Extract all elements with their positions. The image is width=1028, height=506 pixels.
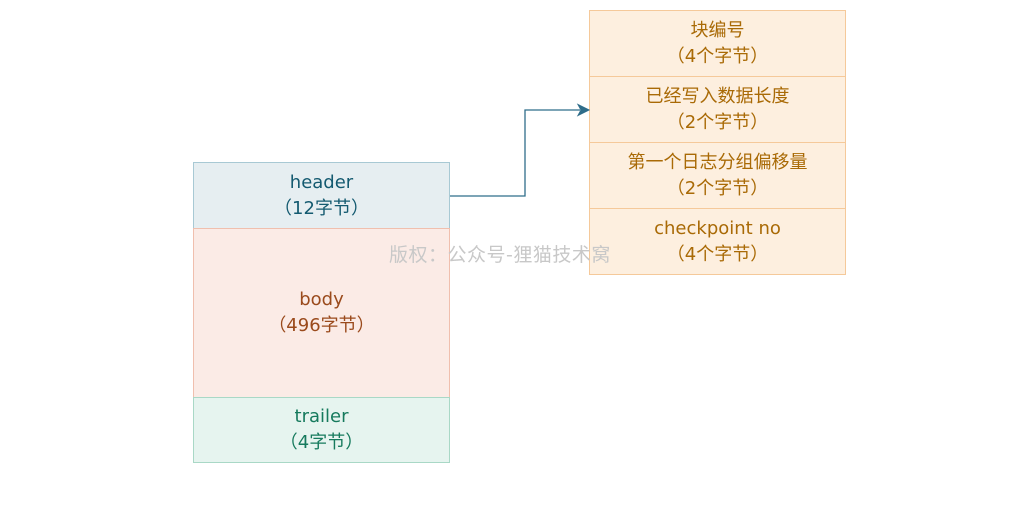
field-first-group-offset: 第一个日志分组偏移量 （2个字节） [589,142,846,209]
arrowhead [576,103,591,117]
body-box: body （496字节） [193,228,450,398]
field-label: checkpoint no [654,217,781,239]
field-data-length: 已经写入数据长度 （2个字节） [589,76,846,143]
field-label: 第一个日志分组偏移量 [627,151,808,173]
body-label: body [299,289,344,310]
field-checkpoint-no: checkpoint no （4个字节） [589,208,846,275]
field-size: （2个字节） [666,111,769,133]
header-label: header [289,171,354,193]
field-block-number: 块编号 （4个字节） [589,10,846,77]
header-box: header （12字节） [193,162,450,229]
field-size: （4个字节） [666,45,769,67]
header-size: （12字节） [274,197,369,219]
field-label: 块编号 [690,19,745,41]
field-label: 已经写入数据长度 [645,85,790,107]
connector-line [450,109,580,197]
trailer-size: （4字节） [279,432,364,453]
field-size: （2个字节） [666,177,769,199]
trailer-label: trailer [294,406,349,427]
body-size: （496字节） [268,315,375,336]
trailer-box: trailer （4字节） [193,397,450,463]
watermark: 版权：公众号-狸猫技术窝 [389,244,611,266]
field-size: （4个字节） [666,243,769,265]
